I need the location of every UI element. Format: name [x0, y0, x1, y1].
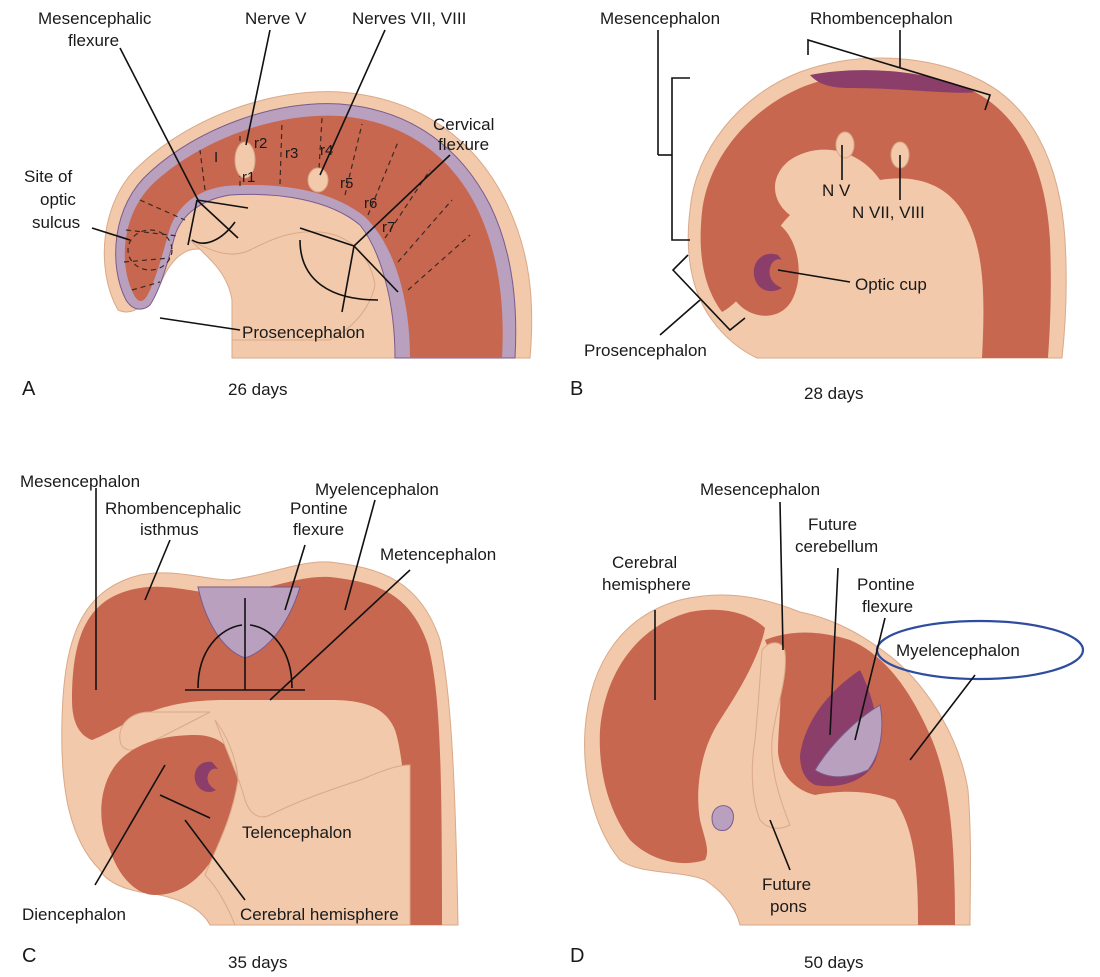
panel-b-label-nv: N V [822, 181, 851, 200]
panel-a-label-optic-1: Site of [24, 167, 72, 186]
panel-c-label-metencephalon: Metencephalon [380, 545, 496, 564]
panel-c-label-mesencephalon: Mesencephalon [20, 472, 140, 491]
panel-b-label-prosencephalon: Prosencephalon [584, 341, 707, 360]
panel-d-letter: D [570, 945, 584, 967]
panel-d: Mesencephalon Future cerebellum Cerebral… [570, 480, 1083, 972]
panel-d-days: 50 days [804, 953, 864, 972]
panel-d-label-future-cerebellum-2: cerebellum [795, 537, 878, 556]
panel-a-seg-r5: r5 [340, 175, 353, 192]
panel-c-days: 35 days [228, 953, 288, 972]
panel-a-letter: A [22, 378, 36, 400]
panel-b-bracket-mes [672, 78, 690, 240]
panel-a-label-mesflex-1: Mesencephalic [38, 9, 152, 28]
panel-a-seg-r6: r6 [364, 195, 377, 212]
panel-a-label-prosencephalon: Prosencephalon [242, 323, 365, 342]
panel-c-label-rhomb-1: Rhombencephalic [105, 499, 242, 518]
panel-d-label-pontine-1: Pontine [857, 575, 915, 594]
panel-a-nerve-vii [308, 168, 328, 192]
panel-a-leader [160, 318, 240, 330]
panel-c-label-diencephalon: Diencephalon [22, 905, 126, 924]
panel-d-label-mesencephalon: Mesencephalon [700, 480, 820, 499]
panel-d-label-future-cerebellum-1: Future [808, 515, 857, 534]
panel-c: Mesencephalon Rhombencephalic isthmus Po… [20, 472, 496, 972]
panel-a-label-cervflex-1: Cervical [433, 115, 494, 134]
panel-a-seg-r1: r1 [242, 169, 255, 186]
panel-a-label-nerve-v: Nerve V [245, 9, 307, 28]
panel-d-label-myelencephalon: Myelencephalon [896, 641, 1020, 660]
panel-a-days: 26 days [228, 380, 288, 399]
panel-d-label-cerebral-2: hemisphere [602, 575, 691, 594]
panel-b-label-optic-cup: Optic cup [855, 275, 927, 294]
panel-b-leader [660, 300, 700, 335]
panel-b-days: 28 days [804, 384, 864, 403]
panel-a-seg-r4: r4 [320, 142, 333, 159]
panel-c-label-telencephalon: Telencephalon [242, 823, 352, 842]
panel-d-label-future-pons-1: Future [762, 875, 811, 894]
panel-d-label-future-pons-2: pons [770, 897, 807, 916]
panel-c-label-cerebral-hemisphere: Cerebral hemisphere [240, 905, 399, 924]
panel-a-seg-i: I [214, 149, 218, 166]
panel-b-label-rhombencephalon: Rhombencephalon [810, 9, 953, 28]
panel-a: Mesencephalic flexure Nerve V Nerves VII… [22, 9, 532, 400]
panel-b: Mesencephalon Rhombencephalon N V N VII,… [570, 9, 1066, 403]
panel-d-label-cerebral-1: Cerebral [612, 553, 677, 572]
panel-a-label-cervflex-2: flexure [438, 135, 489, 154]
panel-b-nv-ganglion [836, 132, 854, 158]
panel-a-seg-r3: r3 [285, 145, 298, 162]
panel-d-diencephalon-pouch [712, 806, 733, 831]
panel-b-label-nvii: N VII, VIII [852, 203, 925, 222]
panel-a-seg-r7: r7 [382, 219, 395, 236]
panel-b-label-mesencephalon: Mesencephalon [600, 9, 720, 28]
panel-a-label-optic-2: optic [40, 190, 76, 209]
panel-c-label-myelencephalon: Myelencephalon [315, 480, 439, 499]
panel-a-label-nerves-vii: Nerves VII, VIII [352, 9, 466, 28]
panel-c-label-pontine-1: Pontine [290, 499, 348, 518]
panel-b-letter: B [570, 378, 583, 400]
panel-c-label-pontine-2: flexure [293, 520, 344, 539]
panel-c-letter: C [22, 945, 36, 967]
panel-a-seg-r2: r2 [254, 135, 267, 152]
panel-a-label-mesflex-2: flexure [68, 31, 119, 50]
panel-d-label-pontine-2: flexure [862, 597, 913, 616]
panel-c-label-rhomb-2: isthmus [140, 520, 199, 539]
panel-a-label-optic-3: sulcus [32, 213, 80, 232]
